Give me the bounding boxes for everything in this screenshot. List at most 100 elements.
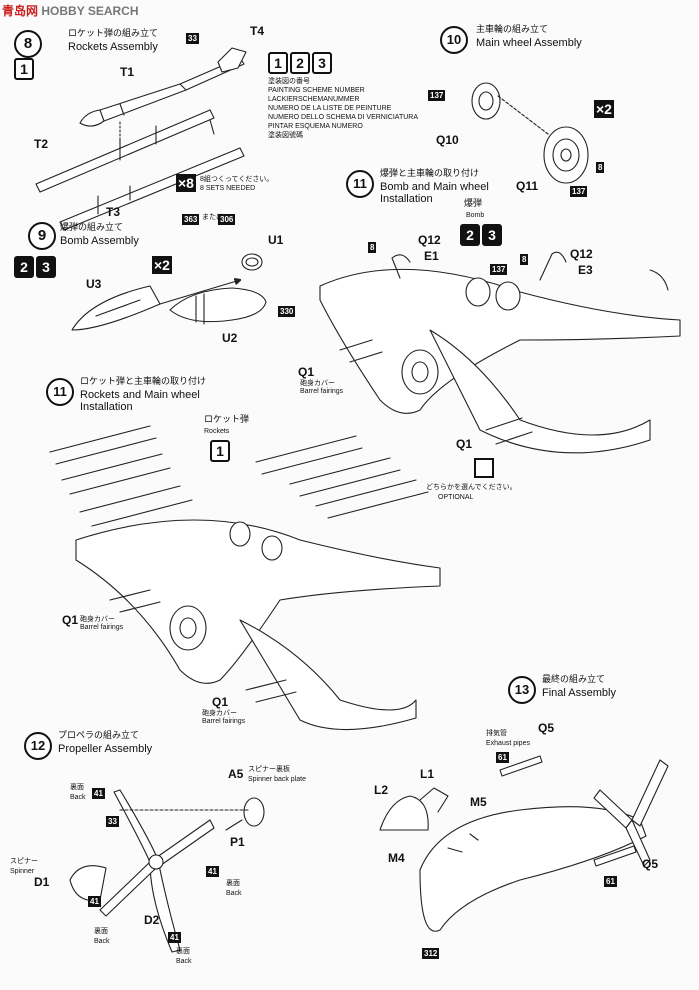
multiplier-x2-bomb: ×2	[152, 256, 172, 274]
scheme-line-1: 塗装図の番号	[268, 78, 310, 85]
fairings-label-ja-b: 砲身カバー	[80, 615, 115, 623]
step-11b-title-en-2: Installation	[80, 401, 133, 413]
paint-chip-61-a: 61	[496, 752, 509, 763]
paint-chip-33: 33	[186, 33, 199, 44]
back-label-ja-d: 裏面	[176, 948, 190, 955]
scheme-line-4: NUMERO DE LA LISTE DE PEINTURE	[268, 105, 392, 112]
step-13-title-en: Final Assembly	[542, 687, 616, 699]
fairings-label-ja-c: 砲身カバー	[202, 709, 237, 717]
aircraft-drawing-bomb-version	[319, 251, 681, 454]
step-8-number: 8	[14, 30, 42, 58]
part-label-t1: T1	[120, 65, 135, 79]
paint-chip-330: 330	[278, 306, 296, 317]
scheme-line-2: PAINTING SCHEME NUMBER	[268, 87, 365, 94]
propeller-drawing	[69, 789, 265, 953]
paint-chip-8-left: 8	[368, 242, 377, 253]
optional-icon	[474, 458, 494, 478]
step-10-number: 10	[440, 26, 468, 54]
step-9-title-ja: 爆弾の組み立て	[60, 223, 124, 233]
step-8-title-ja: ロケット弾の組み立て	[68, 29, 159, 39]
bomb-parts-drawing	[71, 253, 267, 331]
step-11a-title-en-2: Installation	[380, 193, 433, 205]
part-label-q12-left: Q12	[418, 233, 441, 247]
fairings-label-en-c: Barrel fairings	[202, 718, 246, 725]
part-label-t3: T3	[106, 205, 121, 219]
rockets-label-ja: ロケット弾	[204, 415, 250, 425]
part-label-e1: E1	[424, 249, 439, 263]
rocket-version-badge: 1	[210, 440, 230, 462]
part-label-m5: M5	[470, 795, 487, 809]
part-label-t2: T2	[34, 137, 49, 151]
paint-chip-41-d: 41	[168, 932, 181, 943]
back-label-en-b: Back	[226, 890, 242, 897]
step-9-title-en: Bomb Assembly	[60, 235, 139, 247]
optional-en: OPTIONAL	[438, 494, 474, 501]
scheme-line-3: LACKIERSCHEMANUMMER	[268, 96, 360, 103]
step-10-title-ja: 主車輪の組み立て	[476, 25, 549, 35]
paint-scheme-2: 2	[290, 52, 310, 74]
fairings-label-ja-a: 砲身カバー	[300, 379, 335, 387]
part-label-d2: D2	[144, 913, 160, 927]
part-label-u3: U3	[86, 277, 102, 291]
rocket-parts-drawing	[35, 47, 247, 231]
rockets-label-en: Rockets	[204, 428, 230, 435]
a5-label-en: Spinner back plate	[248, 776, 306, 783]
scheme-line-6: PINTAR ESQUEMA NUMERO	[268, 123, 363, 130]
part-label-u1: U1	[268, 233, 284, 247]
paint-chip-41-c: 41	[88, 896, 101, 907]
part-label-e3: E3	[578, 263, 593, 277]
paint-chip-41-b: 41	[206, 866, 219, 877]
paint-chip-8: 8	[596, 162, 605, 173]
bomb-label-en: Bomb	[466, 212, 485, 219]
exhaust-label-en: Exhaust pipes	[486, 740, 530, 747]
step-11a-title-ja: 爆弾と主車輪の取り付け	[380, 169, 480, 179]
step-8-title-en: Rockets Assembly	[68, 41, 158, 53]
fairings-label-en-a: Barrel fairings	[300, 388, 344, 395]
part-label-m4: M4	[388, 851, 405, 865]
step-11b-title-en-1: Rockets and Main wheel	[80, 389, 200, 401]
bomb-scheme-badge-3: 3	[36, 256, 56, 278]
part-label-q1-bottom: Q1	[212, 695, 229, 709]
part-label-q12-right: Q12	[570, 247, 593, 261]
step-11a-title-en-1: Bomb and Main wheel	[380, 181, 489, 193]
step-12-number: 12	[24, 732, 52, 760]
back-label-ja-a: 裏面	[70, 784, 84, 791]
step-9-number: 9	[28, 222, 56, 250]
back-label-en-d: Back	[176, 958, 192, 965]
part-label-q5-bottom: Q5	[642, 857, 659, 871]
back-label-ja-b: 裏面	[226, 880, 240, 887]
scheme-line-5: NUMERO DELLO SCHEMA DI VERNICIATURA	[268, 114, 419, 121]
watermark-en: HOBBY SEARCH	[41, 4, 139, 18]
part-label-d1: D1	[34, 875, 50, 889]
paint-chip-137-bomb: 137	[490, 264, 508, 275]
part-label-l2: L2	[374, 783, 389, 797]
bomb-version-badge-2: 2	[460, 224, 480, 246]
part-label-p1: P1	[230, 835, 245, 849]
back-label-en-c: Back	[94, 938, 110, 945]
watermark-cn: 青岛网	[2, 4, 39, 18]
step-11b-title-ja: ロケット弾と主車輪の取り付け	[80, 377, 207, 387]
a5-label-ja: スピナー裏板	[248, 765, 290, 773]
paint-chip-137-a: 137	[428, 90, 446, 101]
final-assembly-drawing	[379, 755, 669, 932]
optional-ja: どちらかを選んでください。	[426, 484, 517, 491]
paint-chip-306: 306	[218, 214, 236, 225]
sets-needed-ja: 8組つくってください。	[200, 176, 274, 183]
bomb-scheme-badge-2: 2	[14, 256, 34, 278]
spinner-label-en: Spinner	[10, 868, 35, 875]
step-12-title-ja: プロペラの組み立て	[58, 731, 140, 741]
part-label-q11: Q11	[516, 179, 539, 193]
paint-chip-41-a: 41	[92, 788, 105, 799]
aircraft-drawing-rocket-version	[49, 425, 441, 731]
back-label-en-a: Back	[70, 794, 86, 801]
watermark: 青岛网 HOBBY SEARCH	[2, 2, 138, 19]
scheme-line-7: 塗装図號碼	[268, 132, 303, 139]
sets-needed-en: 8 SETS NEEDED	[200, 185, 256, 192]
paint-scheme-3: 3	[312, 52, 332, 74]
step-13-title-ja: 最終の組み立て	[542, 675, 606, 685]
part-label-q1-upper: Q1	[298, 365, 315, 379]
main-wheel-drawing	[471, 82, 589, 184]
step-11b-number: 11	[46, 378, 74, 406]
